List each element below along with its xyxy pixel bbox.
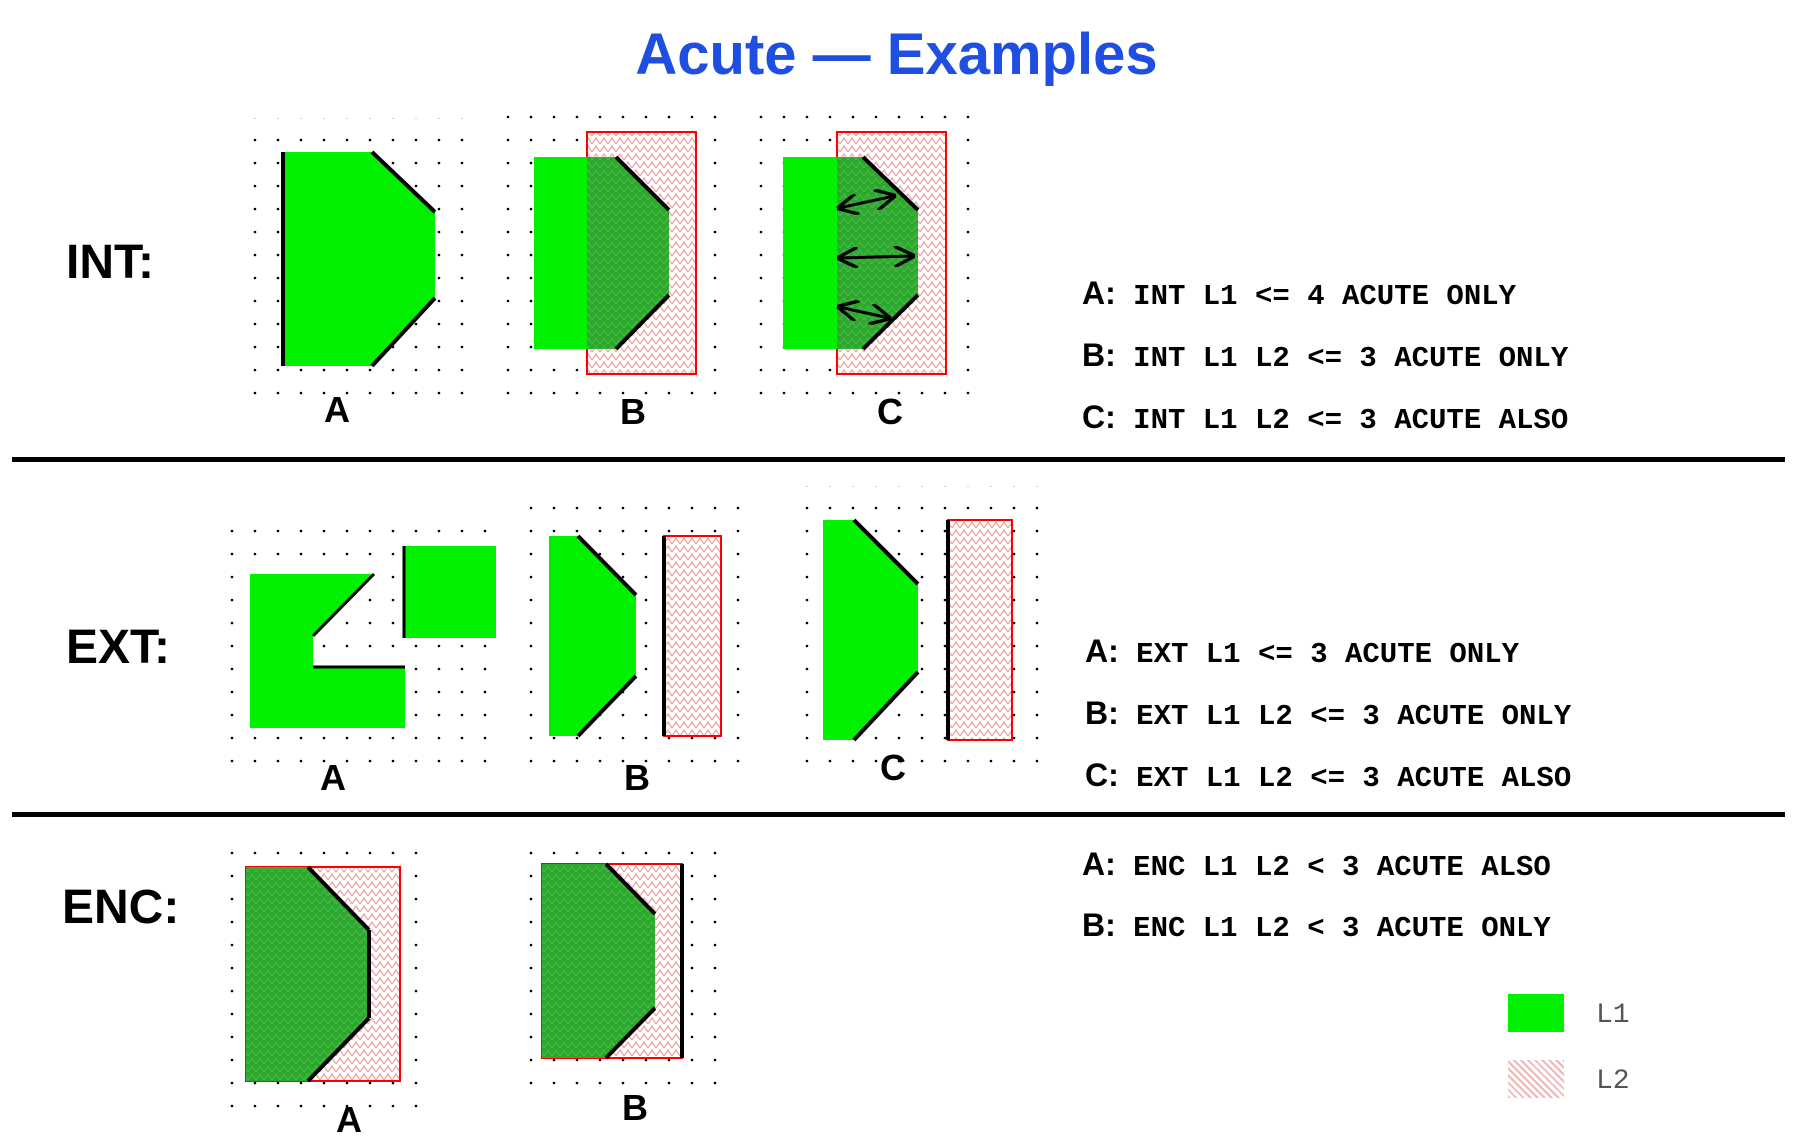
rule-key: B: bbox=[1082, 337, 1116, 373]
rule-key: A: bbox=[1082, 275, 1116, 311]
legend-swatch-l2 bbox=[1508, 1060, 1564, 1098]
legend-label-l1: L1 bbox=[1596, 1000, 1630, 1031]
rule-key: C: bbox=[1082, 399, 1116, 435]
rule-text: EXT L1 L2 <= 3 ACUTE ALSO bbox=[1136, 762, 1572, 795]
rule-text: ENC L1 L2 < 3 ACUTE ONLY bbox=[1133, 912, 1551, 945]
int-shape-a: A bbox=[248, 118, 470, 430]
section-divider bbox=[12, 812, 1785, 817]
legend-swatch-l1 bbox=[1508, 994, 1564, 1032]
rule-line: A: ENC L1 L2 < 3 ACUTE ALSO bbox=[1082, 846, 1551, 886]
rule-key: A: bbox=[1085, 633, 1119, 669]
rule-key: B: bbox=[1085, 695, 1119, 731]
rule-text: ENC L1 L2 < 3 ACUTE ALSO bbox=[1133, 851, 1551, 884]
shape-label-int-a: A bbox=[324, 389, 350, 430]
legend-label-l2: L2 bbox=[1596, 1066, 1630, 1097]
rule-line: C: EXT L1 L2 <= 3 ACUTE ALSO bbox=[1085, 757, 1571, 797]
section-label-enc: ENC: bbox=[62, 881, 180, 934]
rule-line: A: INT L1 <= 4 ACUTE ONLY bbox=[1082, 275, 1516, 315]
section-label-ext: EXT: bbox=[66, 621, 171, 674]
rule-key: B: bbox=[1082, 907, 1116, 943]
shape-label-ext-b: B bbox=[624, 757, 650, 798]
rule-line: C: INT L1 L2 <= 3 ACUTE ALSO bbox=[1082, 399, 1568, 439]
ext-shape-c: C bbox=[790, 486, 1045, 788]
int-shape-c: C bbox=[755, 104, 980, 432]
ext-shape-a: A bbox=[218, 514, 496, 798]
int-shape-b: B bbox=[505, 104, 731, 432]
shape-label-int-c: C bbox=[877, 391, 903, 432]
shape-label-enc-a: A bbox=[336, 1099, 362, 1138]
rule-text: INT L1 L2 <= 3 ACUTE ALSO bbox=[1133, 404, 1569, 437]
rule-line: A: EXT L1 <= 3 ACUTE ONLY bbox=[1085, 633, 1519, 673]
ext-shape-b: B bbox=[517, 502, 749, 798]
rule-text: INT L1 <= 4 ACUTE ONLY bbox=[1133, 280, 1517, 313]
shape-label-ext-a: A bbox=[320, 757, 346, 798]
shape-label-int-b: B bbox=[620, 391, 646, 432]
rule-key: C: bbox=[1085, 757, 1119, 793]
rule-line: B: EXT L1 L2 <= 3 ACUTE ONLY bbox=[1085, 695, 1571, 735]
enc-shape-b: B bbox=[512, 836, 717, 1128]
enc-shape-a: A bbox=[212, 836, 434, 1138]
rule-text: EXT L1 <= 3 ACUTE ONLY bbox=[1136, 638, 1520, 671]
rule-key: A: bbox=[1082, 846, 1116, 882]
rule-line: B: INT L1 L2 <= 3 ACUTE ONLY bbox=[1082, 337, 1568, 377]
page-title: Acute — Examples bbox=[635, 22, 1158, 87]
section-divider bbox=[12, 457, 1785, 462]
rule-text: INT L1 L2 <= 3 ACUTE ONLY bbox=[1133, 342, 1569, 375]
shape-label-ext-c: C bbox=[880, 747, 906, 788]
shape-label-enc-b: B bbox=[622, 1087, 648, 1128]
rule-line: B: ENC L1 L2 < 3 ACUTE ONLY bbox=[1082, 907, 1551, 947]
rule-text: EXT L1 L2 <= 3 ACUTE ONLY bbox=[1136, 700, 1572, 733]
section-label-int: INT: bbox=[66, 236, 154, 289]
